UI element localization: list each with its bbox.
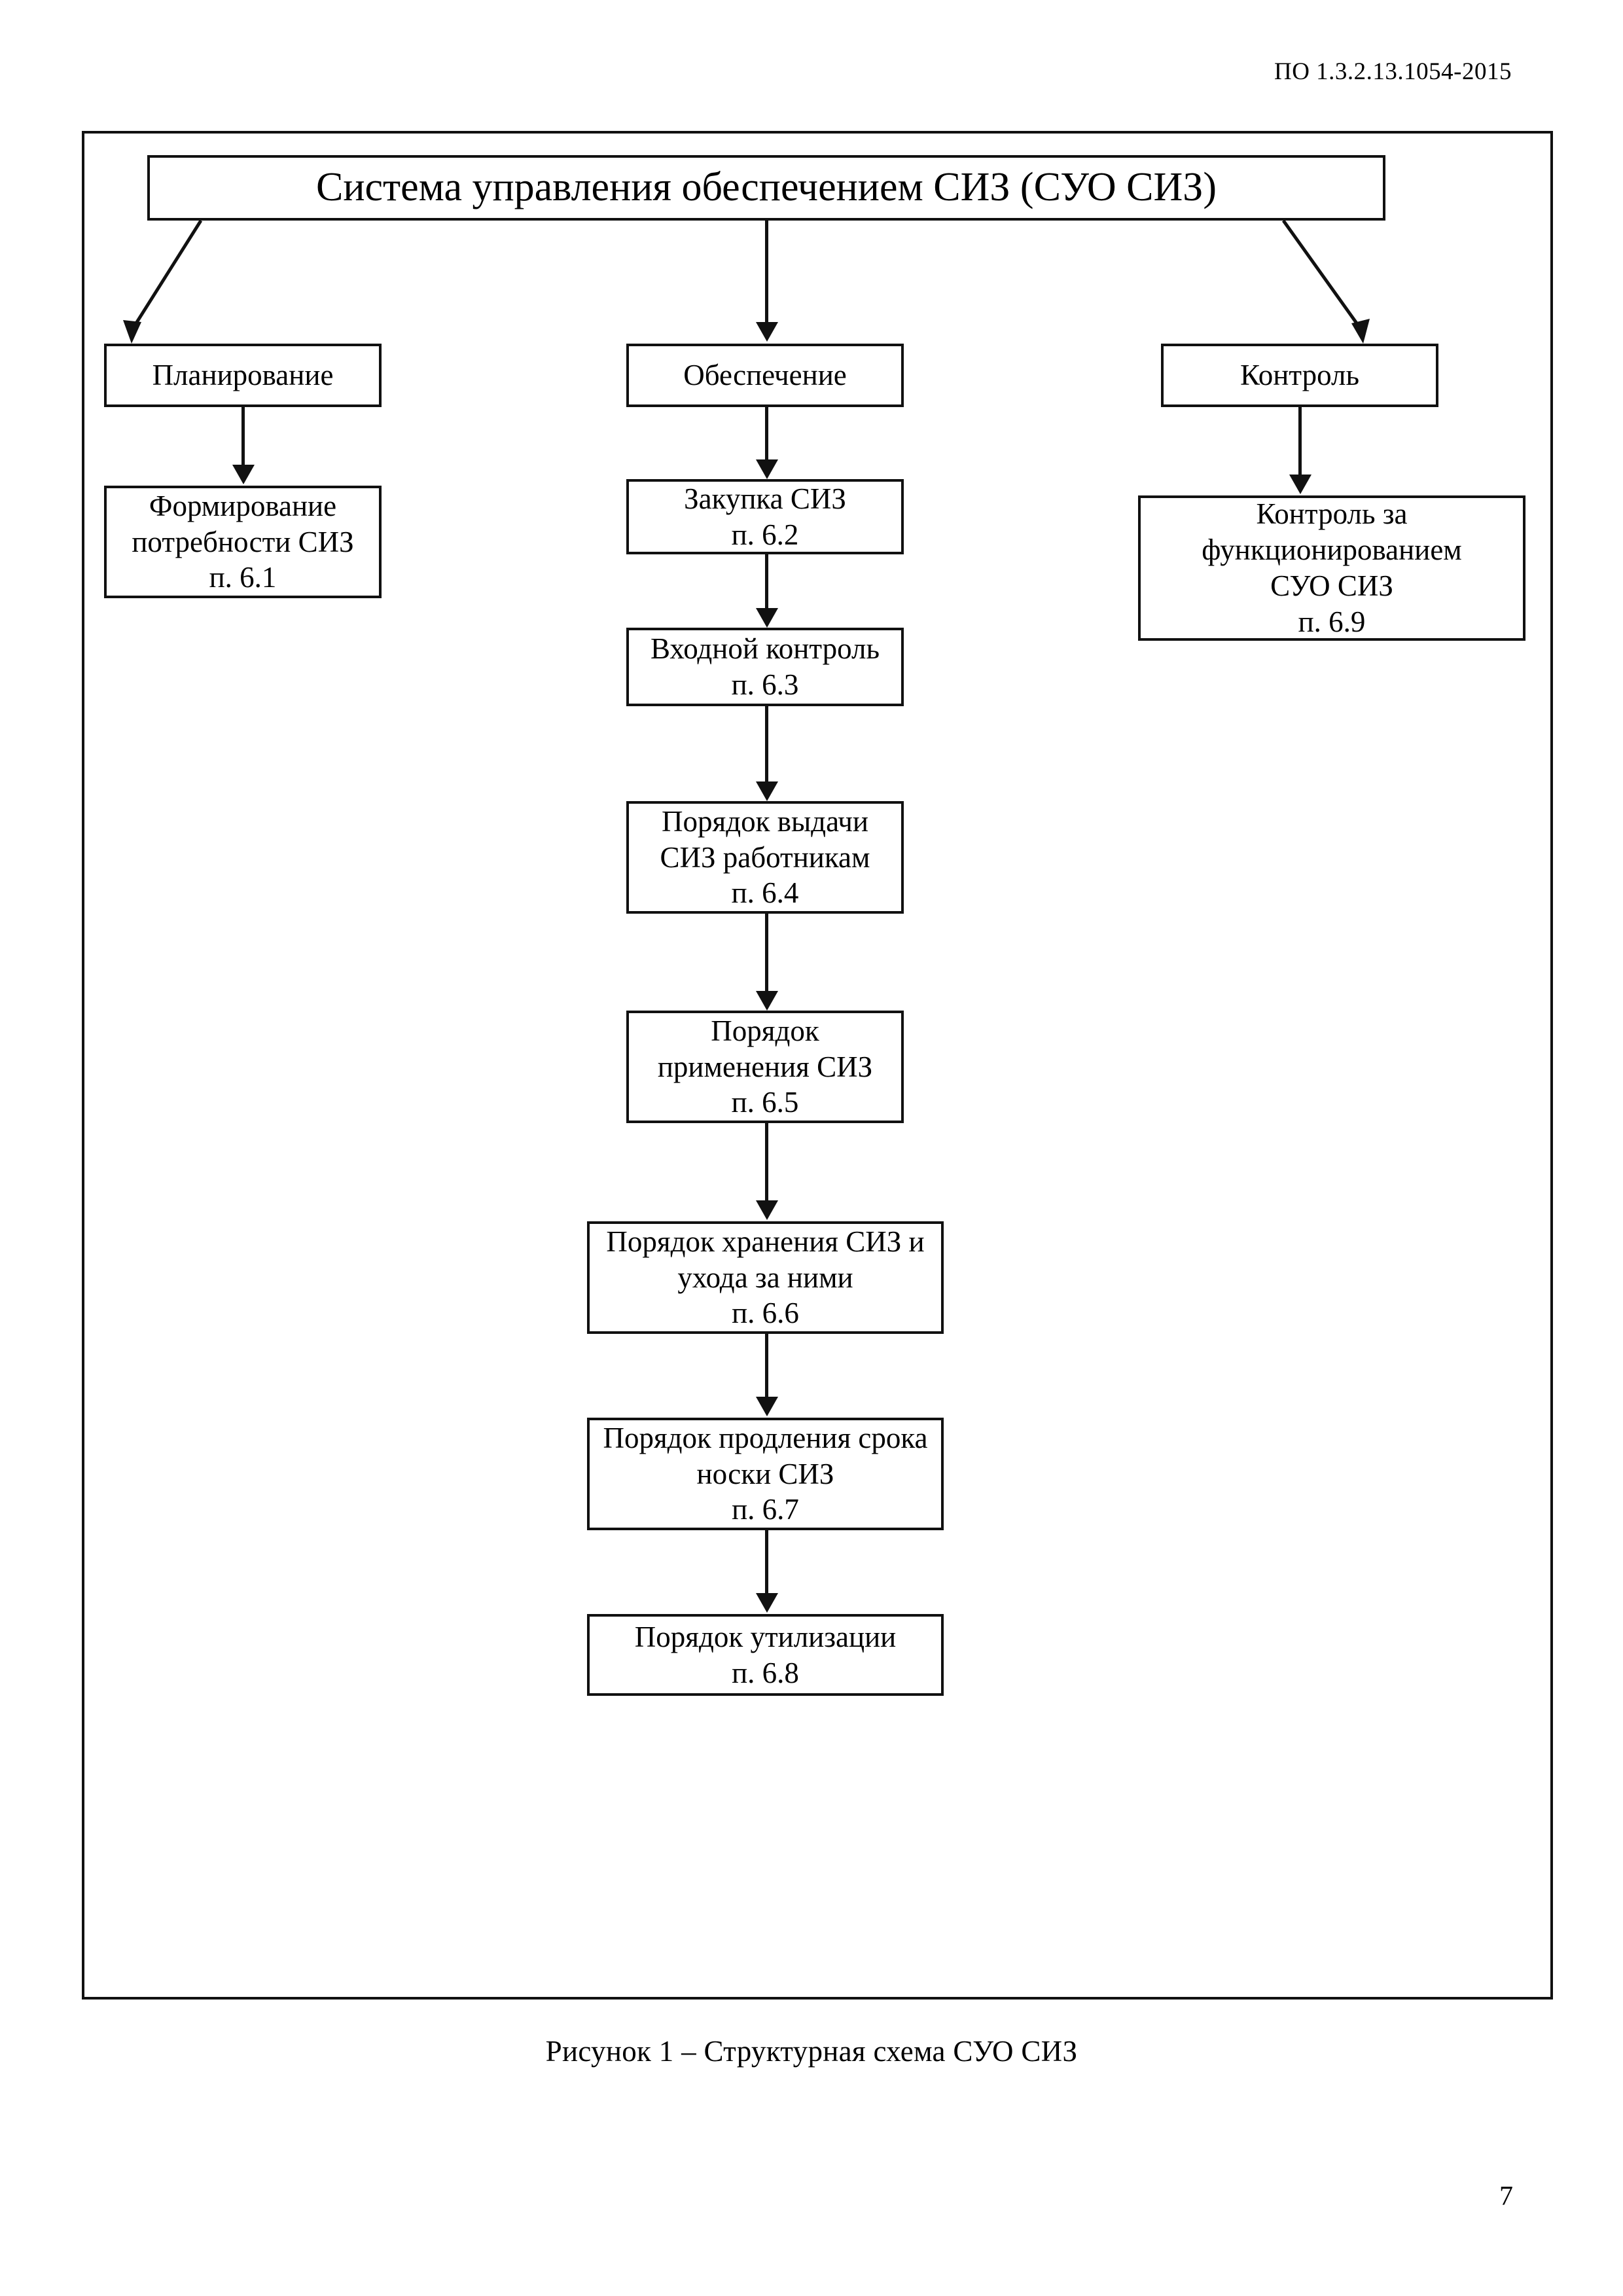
node-6-7-poryadok-prodleniya: Порядок продления срока носки СИЗ п. 6.7	[587, 1418, 944, 1530]
node-root-suo-siz: Система управления обеспечением СИЗ (СУО…	[147, 155, 1385, 221]
connector-6-7-to-6-8-line	[765, 1530, 768, 1594]
connector-root-to-provision-arrow	[756, 322, 778, 342]
connector-6-3-to-6-4-arrow	[756, 781, 778, 801]
connector-planning-to-6-1-line	[241, 407, 245, 466]
node-branch-planning-label: Планирование	[152, 359, 334, 392]
node-branch-control-label: Контроль	[1240, 359, 1359, 392]
node-6-9-kontrol-za-funkcionirovaniem: Контроль за функционированием СУО СИЗ п.…	[1138, 495, 1525, 641]
figure-caption: Рисунок 1 – Структурная схема СУО СИЗ	[545, 2035, 1078, 2068]
connector-6-3-to-6-4-line	[765, 706, 768, 783]
node-branch-control: Контроль	[1161, 344, 1438, 407]
page-number: 7	[1499, 2181, 1513, 2212]
node-6-3-label: Входной контроль п. 6.3	[651, 632, 880, 701]
connector-root-to-control	[1281, 219, 1370, 344]
connector-6-4-to-6-5-arrow	[756, 991, 778, 1011]
diagram-frame: Система управления обеспечением СИЗ (СУО…	[82, 131, 1553, 2000]
node-6-6-label: Порядок хранения СИЗ и ухода за ними п. …	[606, 1225, 925, 1330]
connector-6-4-to-6-5-line	[765, 914, 768, 992]
connector-6-5-to-6-6-line	[765, 1123, 768, 1202]
connector-provision-to-6-2-arrow	[756, 459, 778, 479]
node-6-6-poryadok-hraneniya: Порядок хранения СИЗ и ухода за ними п. …	[587, 1221, 944, 1334]
node-6-9-label: Контроль за функционированием СУО СИЗ п.…	[1202, 497, 1462, 638]
node-6-4-poryadok-vydachi: Порядок выдачи СИЗ работникам п. 6.4	[626, 801, 904, 914]
connector-6-7-to-6-8-arrow	[756, 1593, 778, 1613]
connector-6-2-to-6-3-arrow	[756, 608, 778, 628]
node-6-2-label: Закупка СИЗ п. 6.2	[684, 482, 846, 551]
node-6-5-poryadok-primeneniya: Порядок применения СИЗ п. 6.5	[626, 1011, 904, 1123]
node-6-4-label: Порядок выдачи СИЗ работникам п. 6.4	[660, 804, 870, 910]
node-6-2-zakupka-siz: Закупка СИЗ п. 6.2	[626, 479, 904, 554]
connector-6-2-to-6-3-line	[765, 554, 768, 609]
connector-root-to-planning	[123, 219, 203, 344]
connector-root-to-provision-line	[765, 221, 768, 323]
connector-control-to-6-9-arrow	[1289, 475, 1311, 494]
node-6-3-vhodnoy-kontrol: Входной контроль п. 6.3	[626, 628, 904, 706]
node-6-5-label: Порядок применения СИЗ п. 6.5	[657, 1014, 873, 1119]
connector-6-6-to-6-7-line	[765, 1334, 768, 1398]
node-6-1-label: Формирование потребности СИЗ п. 6.1	[132, 489, 354, 594]
node-6-8-poryadok-utilizacii: Порядок утилизации п. 6.8	[587, 1614, 944, 1696]
node-6-7-label: Порядок продления срока носки СИЗ п. 6.7	[603, 1421, 928, 1526]
connector-provision-to-6-2-line	[765, 407, 768, 461]
connector-planning-to-6-1-arrow	[232, 465, 255, 484]
node-branch-provision: Обеспечение	[626, 344, 904, 407]
document-header-code: ПО 1.3.2.13.1054-2015	[1274, 58, 1512, 85]
node-root-label: Система управления обеспечением СИЗ (СУО…	[315, 165, 1217, 210]
node-branch-planning: Планирование	[104, 344, 382, 407]
connector-6-5-to-6-6-arrow	[756, 1200, 778, 1220]
connector-control-to-6-9-line	[1298, 407, 1302, 476]
connector-6-6-to-6-7-arrow	[756, 1397, 778, 1416]
node-6-1-formirovanie-potrebnosti: Формирование потребности СИЗ п. 6.1	[104, 486, 382, 598]
node-branch-provision-label: Обеспечение	[683, 359, 847, 392]
node-6-8-label: Порядок утилизации п. 6.8	[634, 1620, 897, 1689]
